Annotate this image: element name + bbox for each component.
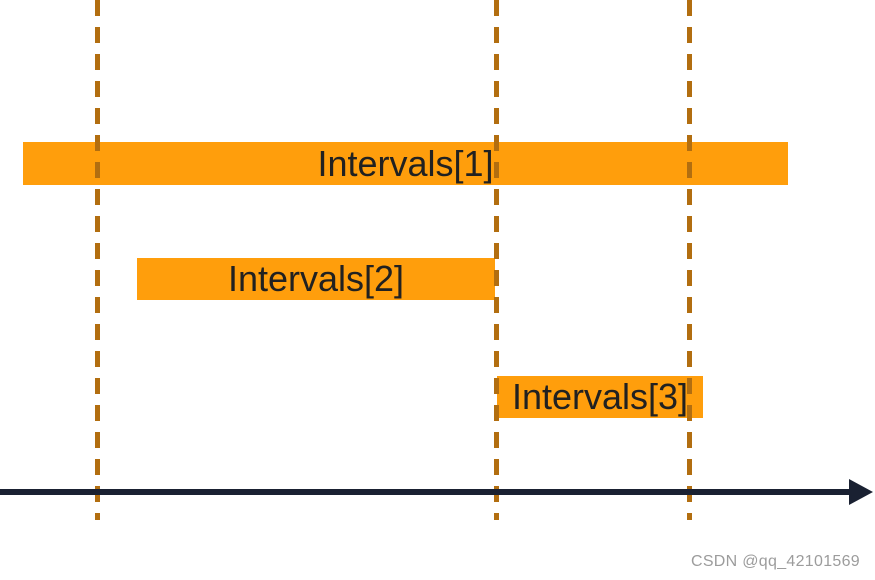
watermark-text: CSDN @qq_42101569 [690,553,860,570]
interval-bar-2: Intervals[2] [137,258,495,300]
dashed-guide-line-1 [95,0,100,520]
interval-bar-1: Intervals[1] [23,142,788,185]
interval-bar-2-label: Intervals[2] [227,258,405,299]
interval-bar-3-label: Intervals[3] [511,376,689,417]
interval-bar-1-label: Intervals[1] [317,142,494,184]
timeline-axis [0,489,852,495]
dashed-guide-line-3 [687,0,692,520]
arrow-right-icon [849,479,873,505]
interval-bar-3: Intervals[3] [497,376,703,418]
dashed-guide-line-2 [494,0,499,520]
